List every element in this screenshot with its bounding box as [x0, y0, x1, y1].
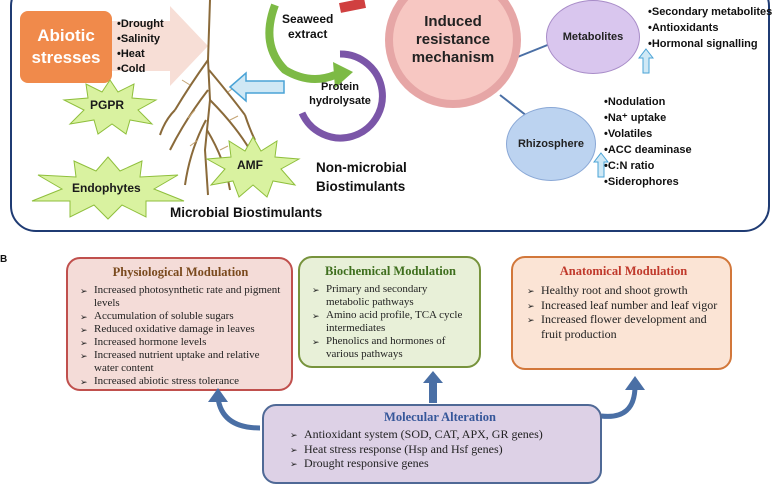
list-item: •Volatiles	[604, 128, 653, 140]
metabolites-label: Metabolites	[562, 31, 624, 43]
protein-line2: hydrolysate	[309, 95, 371, 107]
seaweed-line2: extract	[288, 27, 328, 41]
list-item: •Na⁺ uptake	[604, 112, 667, 124]
anatomical-list: Healthy root and shoot growth Increased …	[525, 283, 722, 341]
list-item: Primary and secondary metabolic pathways	[312, 283, 471, 309]
rhizosphere-circle: Rhizosphere	[506, 107, 596, 181]
pgpr-label: PGPR	[90, 98, 125, 112]
protein-hydrolysate-ring	[298, 50, 386, 142]
molecular-list: Antioxidant system (SOD, CAT, APX, GR ge…	[288, 427, 592, 471]
pgpr-star	[62, 79, 158, 135]
list-item: •Antioxidants	[648, 22, 719, 34]
list-item: Healthy root and shoot growth	[527, 283, 722, 298]
induced-line3: mechanism	[411, 49, 495, 66]
molecular-title: Molecular Alteration	[384, 410, 496, 424]
amf-label: AMF	[237, 158, 263, 172]
list-item: Accumulation of soluble sugars	[80, 310, 283, 324]
list-item: Reduced oxidative damage in leaves	[80, 323, 283, 337]
biochemical-title: Biochemical Modulation	[325, 264, 456, 278]
seaweed-cycle-arrow	[265, 0, 366, 88]
endophytes-label: Endophytes	[72, 181, 141, 195]
induced-line1: Induced	[424, 13, 482, 30]
list-item: •Heat	[117, 48, 145, 60]
abiotic-title-1: Abiotic	[37, 26, 95, 45]
rhizosphere-up-arrow	[593, 152, 609, 178]
plant-roots-illustration	[159, 0, 256, 196]
biochemical-box: Biochemical Modulation Primary and secon…	[298, 256, 481, 368]
panel-b-letter: B	[0, 254, 8, 265]
curved-arrow-right	[600, 376, 645, 419]
list-item: Heat stress response (Hsp and Hsf genes)	[290, 442, 592, 457]
list-item: Increased hormone levels	[80, 336, 283, 350]
list-item: •Siderophores	[604, 176, 679, 188]
physiological-list: Increased photosynthetic rate and pigmen…	[78, 284, 283, 389]
rhizosphere-list: •Nodulation •Na⁺ uptake •Volatiles •ACC …	[604, 94, 692, 190]
amf-star	[205, 135, 301, 198]
list-item: Increased photosynthetic rate and pigmen…	[80, 284, 283, 310]
non-microbial-line1: Non-microbial	[316, 160, 407, 175]
abiotic-arrow	[100, 6, 208, 86]
list-item: Increased leaf number and leaf vigor	[527, 298, 722, 313]
physiological-box: Physiological Modulation Increased photo…	[66, 257, 293, 391]
induced-resistance-circle: Induced resistance mechanism	[393, 0, 513, 100]
hollow-arrow-left	[228, 71, 285, 103]
protein-line1: Protein	[321, 81, 359, 93]
list-item: •C:N ratio	[604, 160, 655, 172]
up-arrow-biochemical	[423, 371, 443, 403]
list-item: •Drought	[117, 18, 164, 30]
list-item: •ACC deaminase	[604, 144, 692, 156]
metabolites-up-arrow	[638, 48, 654, 74]
list-item: •Hormonal signalling	[648, 38, 758, 50]
abiotic-title-2: stresses	[31, 48, 101, 67]
list-item: Phenolics and hormones of various pathwa…	[312, 335, 471, 361]
anatomical-title: Anatomical Modulation	[559, 264, 688, 278]
microbial-label: Microbial Biostimulants	[170, 205, 323, 220]
non-microbial-label: Non-microbial Biostimulants	[316, 158, 407, 196]
list-item: Amino acid profile, TCA cycle intermedia…	[312, 309, 471, 335]
list-item: •Secondary metabolites	[648, 6, 773, 18]
induced-line2: resistance	[415, 31, 491, 48]
seaweed-extract-label: Seaweed extract	[282, 12, 333, 42]
list-item: Increased nutrient uptake and relative w…	[80, 349, 283, 375]
non-microbial-line2: Biostimulants	[316, 179, 406, 194]
physiological-title: Physiological Modulation	[112, 265, 249, 279]
endophytes-star	[31, 156, 185, 220]
molecular-box: Molecular Alteration Antioxidant system …	[262, 404, 602, 484]
rhizosphere-label: Rhizosphere	[517, 138, 584, 150]
list-item: Increased flower development and fruit p…	[527, 312, 722, 341]
seaweed-line1: Seaweed	[282, 12, 334, 26]
metabolites-circle: Metabolites	[546, 0, 640, 74]
anatomical-box: Anatomical Modulation Healthy root and s…	[511, 256, 732, 370]
list-item: Antioxidant system (SOD, CAT, APX, GR ge…	[290, 427, 592, 442]
list-item: •Cold	[117, 63, 146, 75]
list-item: •Salinity	[117, 33, 160, 45]
list-item: Drought responsive genes	[290, 456, 592, 471]
abiotic-list: •Drought •Salinity •Heat •Cold	[117, 17, 164, 77]
list-item: •Nodulation	[604, 96, 666, 108]
list-item: Increased abiotic stress tolerance	[80, 375, 283, 389]
biochemical-list: Primary and secondary metabolic pathways…	[310, 283, 471, 361]
metabolites-list: •Secondary metabolites •Antioxidants •Ho…	[648, 4, 772, 52]
protein-hydrolysate-label: Protein hydrolysate	[306, 80, 374, 108]
curved-arrow-left	[208, 388, 261, 431]
abiotic-stresses-box: Abiotic stresses	[20, 11, 112, 83]
